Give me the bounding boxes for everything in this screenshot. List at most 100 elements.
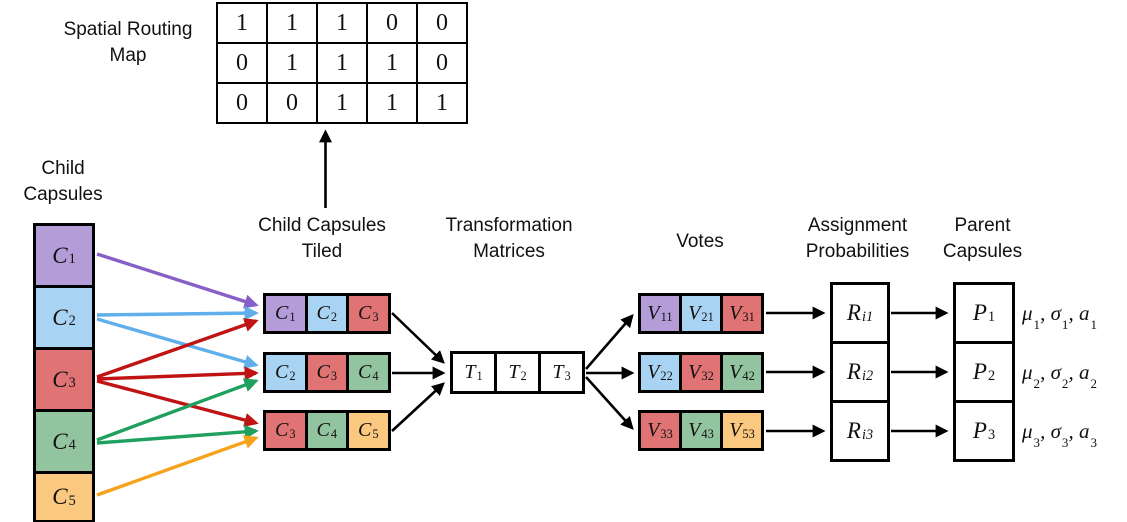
cell-base: C bbox=[274, 302, 289, 324]
cell-base: V bbox=[729, 419, 742, 441]
output-part: , σ bbox=[1040, 419, 1061, 443]
map-cell: 0 bbox=[217, 43, 267, 83]
assignment-label-line1: Assignment bbox=[807, 215, 908, 236]
cell-base: T bbox=[464, 361, 476, 383]
output-sub: 3 bbox=[1090, 435, 1097, 451]
cell-base: V bbox=[729, 302, 742, 324]
cell-base: C bbox=[357, 361, 372, 383]
cell-sub: 11 bbox=[660, 309, 673, 324]
map-cell: 1 bbox=[417, 83, 467, 123]
output-sub: 1 bbox=[1061, 317, 1069, 333]
output-part: , a bbox=[1068, 419, 1090, 443]
cell-sub: 32 bbox=[701, 368, 714, 383]
arrow-row1-to-t bbox=[391, 312, 445, 364]
map-cell: 1 bbox=[217, 3, 267, 43]
output-part: , a bbox=[1068, 301, 1090, 325]
map-cell: 0 bbox=[417, 3, 467, 43]
output-sub: 3 bbox=[1061, 435, 1069, 451]
cell-base: C bbox=[274, 361, 289, 383]
spatial-routing-map-label: Spatial Routing Map bbox=[28, 17, 228, 69]
map-cell: 0 bbox=[267, 83, 317, 123]
arrow-c2-to-row2 bbox=[96, 317, 259, 369]
cell-base: C bbox=[316, 361, 330, 383]
tiled-label-line1: Child Capsules bbox=[258, 215, 386, 236]
map-cell: 0 bbox=[367, 3, 417, 43]
cell-sub: 2 bbox=[987, 367, 996, 384]
arrow-c2-to-row1 bbox=[96, 306, 259, 321]
transformation-label-line2: Matrices bbox=[473, 241, 545, 262]
child-capsules-label: Child Capsules bbox=[3, 156, 123, 208]
cell-sub: 1 bbox=[289, 309, 296, 324]
cell-base: V bbox=[647, 302, 660, 324]
parent-output-1: μ1, σ1, a1 bbox=[1022, 299, 1097, 335]
map-cell: 0 bbox=[217, 83, 267, 123]
output-part: μ bbox=[1022, 301, 1033, 325]
cell-sub: 4 bbox=[330, 426, 338, 441]
map-cell: 1 bbox=[267, 43, 317, 83]
transformation-label: Transformation Matrices bbox=[429, 213, 589, 265]
spatial-routing-map-label-line2: Map bbox=[109, 45, 147, 66]
cell-base: C bbox=[316, 302, 330, 324]
map-cell: 1 bbox=[317, 43, 367, 83]
output-part: , σ bbox=[1040, 360, 1061, 384]
output-sub: 1 bbox=[1090, 317, 1097, 333]
output-sub: 2 bbox=[1061, 376, 1069, 392]
output-sub: 1 bbox=[1033, 317, 1041, 333]
arrow-t-to-votes1 bbox=[585, 314, 634, 370]
spatial-routing-map-grid: 1 1 1 0 0 0 1 1 1 0 0 0 1 1 1 bbox=[216, 2, 468, 124]
cell-sub: 22 bbox=[660, 368, 673, 383]
cell-base: V bbox=[647, 419, 660, 441]
cell-sub: i2 bbox=[861, 367, 874, 384]
map-cell: 1 bbox=[317, 83, 367, 123]
votes-label-line1: Votes bbox=[676, 231, 724, 252]
cell-sub: 53 bbox=[742, 426, 755, 441]
cell-sub: 33 bbox=[660, 426, 673, 441]
cell-base: V bbox=[729, 361, 742, 383]
capsule-sub: 3 bbox=[68, 375, 76, 392]
map-cell: 1 bbox=[267, 3, 317, 43]
arrow-c4-to-row3 bbox=[96, 424, 259, 445]
parent-output-3: μ3, σ3, a3 bbox=[1022, 417, 1097, 453]
cell-sub: 4 bbox=[372, 368, 379, 383]
map-cell: 0 bbox=[417, 43, 467, 83]
capsule-sub: 4 bbox=[68, 437, 76, 454]
arrow-row3-to-t bbox=[391, 382, 445, 432]
cell-sub: 1 bbox=[476, 368, 483, 383]
spatial-routing-map-label-line1: Spatial Routing bbox=[63, 19, 193, 40]
output-part: , a bbox=[1068, 360, 1090, 384]
cell-sub: 21 bbox=[701, 309, 714, 324]
cell-base: T bbox=[508, 361, 520, 383]
output-sub: 2 bbox=[1033, 376, 1041, 392]
capsule-base: C bbox=[52, 428, 68, 454]
cell-base: P bbox=[972, 359, 987, 384]
arrow-t-to-votes3 bbox=[585, 376, 634, 430]
cell-base: C bbox=[316, 419, 330, 441]
cell-sub: 2 bbox=[289, 368, 296, 383]
assignment-label: Assignment Probabilities bbox=[770, 213, 945, 265]
cell-base: R bbox=[846, 300, 861, 325]
